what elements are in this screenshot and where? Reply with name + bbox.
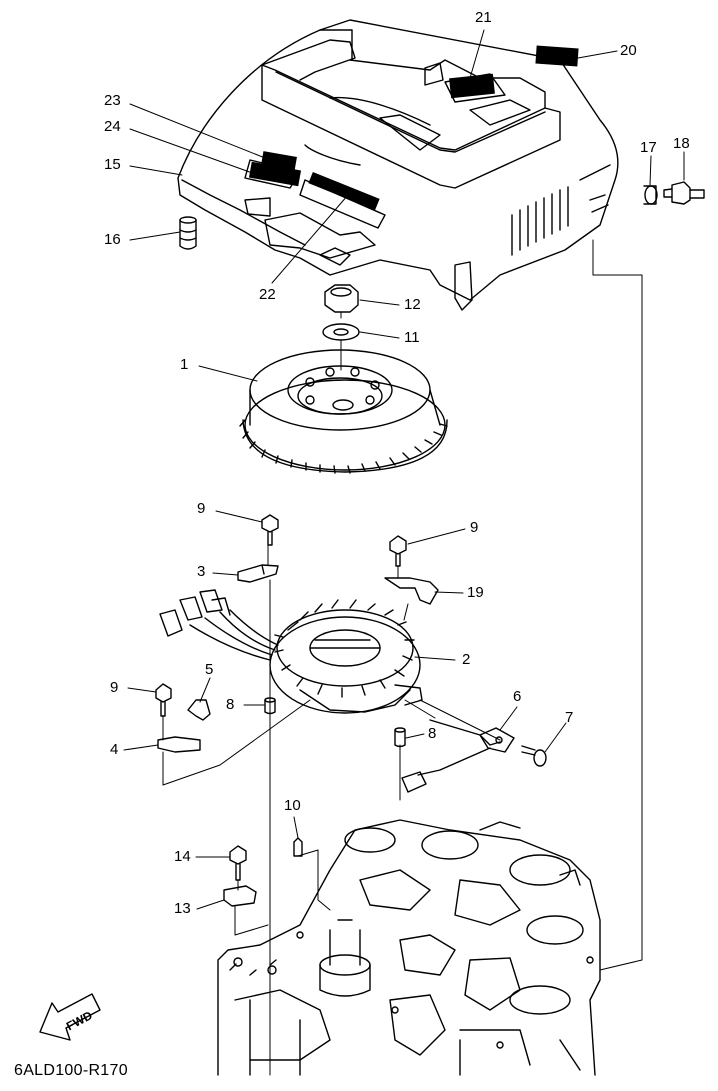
- callout-5: 5: [205, 661, 214, 678]
- callout-6: 6: [513, 688, 522, 705]
- callout-23: 23: [104, 92, 121, 109]
- callout-17: 17: [640, 139, 657, 156]
- nut-12: [324, 284, 359, 313]
- callout-19: 19: [467, 584, 484, 601]
- callout-13: 13: [174, 900, 191, 917]
- collar-17: [643, 185, 658, 205]
- callout-7: 7: [565, 709, 574, 726]
- callout-8-right: 8: [428, 725, 437, 742]
- callout-12: 12: [404, 296, 421, 313]
- callout-18: 18: [673, 135, 690, 152]
- dowel-10: [293, 837, 303, 857]
- callout-9-top: 9: [197, 500, 206, 517]
- clamp-4: [157, 736, 201, 753]
- callout-1: 1: [180, 356, 189, 373]
- callout-9-right: 9: [470, 519, 479, 536]
- bolt-14: [229, 845, 247, 881]
- pulser-coil-6: [401, 719, 515, 793]
- collar-8-right: [394, 727, 406, 748]
- forward-direction-arrow: FWD: [39, 993, 101, 1041]
- callout-21: 21: [475, 9, 492, 26]
- washer-11: [322, 323, 360, 341]
- assembly-guide-lines: [162, 239, 643, 1076]
- callout-8-left: 8: [226, 696, 235, 713]
- clamp-19: [384, 577, 439, 605]
- callout-14: 14: [174, 848, 191, 865]
- clamp-3: [237, 564, 279, 583]
- bolt-9-right: [389, 535, 407, 567]
- callout-24: 24: [104, 118, 121, 135]
- bolt-18: [663, 181, 705, 205]
- flywheel-cover: [177, 19, 619, 311]
- stator-coil: [269, 599, 423, 714]
- callout-3: 3: [197, 563, 206, 580]
- engine-block: [217, 819, 601, 1076]
- callout-16: 16: [104, 231, 121, 248]
- callout-22: 22: [259, 286, 276, 303]
- callout-20: 20: [620, 42, 637, 59]
- label-sticker-21: [449, 73, 495, 99]
- callout-leader-lines: [123, 29, 685, 910]
- label-sticker-24: [248, 161, 302, 187]
- callout-11: 11: [404, 329, 420, 346]
- label-sticker-22: [308, 171, 380, 211]
- grommet-16: [179, 216, 197, 250]
- callout-15: 15: [104, 156, 121, 173]
- flywheel-rotor: [239, 349, 448, 474]
- callout-4: 4: [110, 741, 119, 758]
- stator-harness: [159, 589, 279, 661]
- clamp-5: [187, 699, 211, 721]
- screw-7: [521, 745, 547, 767]
- bolt-9-left: [155, 683, 172, 717]
- callout-10: 10: [284, 797, 301, 814]
- callout-9-left: 9: [110, 679, 119, 696]
- bolt-9-top: [261, 514, 279, 546]
- clamp-13: [223, 885, 257, 907]
- label-sticker-20: [535, 45, 579, 67]
- figure-code: 6ALD100-R170: [14, 1062, 128, 1079]
- callout-2: 2: [462, 651, 471, 668]
